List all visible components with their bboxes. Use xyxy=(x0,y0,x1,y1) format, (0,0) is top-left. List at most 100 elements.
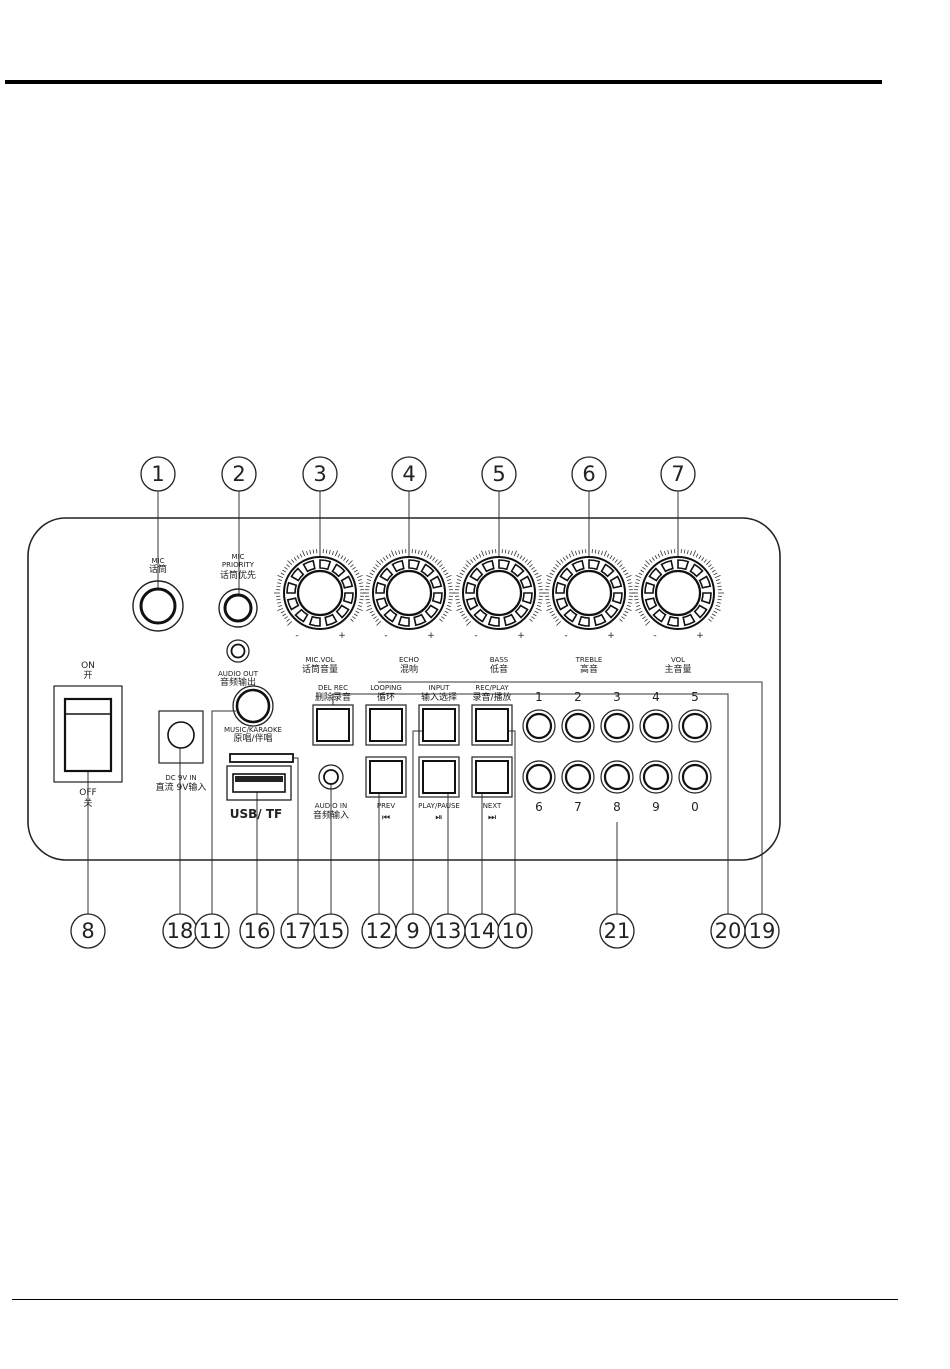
knob-plus: + xyxy=(338,631,346,641)
number-key-label: 3 xyxy=(613,690,621,704)
music-karaoke-label: MUSIC/KARAOKE xyxy=(224,726,282,734)
mic-priority-jack[interactable] xyxy=(218,588,258,628)
number-keypad xyxy=(522,709,712,794)
number-key-label: 8 xyxy=(613,800,621,814)
audio-in-jack[interactable] xyxy=(318,764,344,790)
number-key-0[interactable] xyxy=(678,760,712,794)
knob-minus: - xyxy=(474,631,477,641)
power-switch[interactable] xyxy=(53,685,123,783)
input-select-button[interactable] xyxy=(418,704,460,746)
next-button[interactable] xyxy=(471,756,513,798)
svg-text:13: 13 xyxy=(435,919,462,943)
number-key-label: 5 xyxy=(691,690,699,704)
looping-label-cn: 循环 xyxy=(377,691,395,703)
power-on-label-cn: 开 xyxy=(83,670,92,681)
callout-11: 11 xyxy=(194,913,230,949)
number-key-3[interactable] xyxy=(600,709,634,743)
knob-mic-volume[interactable] xyxy=(274,547,366,630)
looping-button[interactable] xyxy=(365,704,407,746)
knob-label-cn: 低音 xyxy=(490,663,508,675)
callout-5: 5 xyxy=(481,456,517,492)
top-rule xyxy=(5,80,882,84)
number-key-6[interactable] xyxy=(522,760,556,794)
audio-out-jack[interactable] xyxy=(226,639,250,663)
knob-label: TREBLE xyxy=(575,656,603,664)
knob-plus: + xyxy=(696,631,704,641)
callout-12: 12 xyxy=(361,913,397,949)
svg-text:18: 18 xyxy=(167,919,194,943)
audio-out-label-cn: 音频输出 xyxy=(220,676,256,688)
svg-text:19: 19 xyxy=(749,919,776,943)
knob-label: ECHO xyxy=(399,656,420,664)
power-on-label: ON xyxy=(81,661,95,671)
play-pause-button[interactable] xyxy=(418,756,460,798)
knob-label-cn: 高音 xyxy=(580,663,598,675)
leader-lines xyxy=(87,491,763,914)
rec-play-button[interactable] xyxy=(471,704,513,746)
svg-text:8: 8 xyxy=(81,919,94,943)
svg-text:6: 6 xyxy=(582,462,595,486)
number-key-label: 1 xyxy=(535,690,543,704)
svg-text:12: 12 xyxy=(366,919,393,943)
tf-card-slot[interactable] xyxy=(229,753,294,763)
knob-label-cn: 话筒音量 xyxy=(302,663,338,675)
number-key-label: 2 xyxy=(574,690,582,704)
callout-21: 21 xyxy=(599,913,635,949)
prev-icon: ⏮ xyxy=(382,813,390,823)
mic-label-cn: 话筒 xyxy=(149,563,167,575)
svg-text:5: 5 xyxy=(492,462,505,486)
number-key-label: 0 xyxy=(691,800,699,814)
play-pause-label: PLAY/PAUSE xyxy=(418,802,460,810)
prev-label: PREV xyxy=(377,802,396,810)
power-off-label: OFF xyxy=(79,788,96,798)
knob-label: BASS xyxy=(490,656,509,664)
knob-label: VOL xyxy=(671,656,685,664)
svg-text:11: 11 xyxy=(199,919,226,943)
next-icon: ⏭ xyxy=(488,813,496,823)
number-key-8[interactable] xyxy=(600,760,634,794)
knob-label-cn: 主音量 xyxy=(664,663,691,675)
usb-tf-label: USB/ TF xyxy=(230,807,282,821)
play-pause-icon: ⏯ xyxy=(435,813,442,823)
dc-power-jack[interactable] xyxy=(158,710,204,764)
audio-out-label: AUDIO OUT xyxy=(218,670,259,678)
number-key-5[interactable] xyxy=(678,709,712,743)
svg-text:17: 17 xyxy=(285,919,312,943)
knob-master-volume[interactable] xyxy=(632,547,724,630)
svg-text:16: 16 xyxy=(244,919,271,943)
mic-label: MIC xyxy=(152,557,165,565)
svg-text:20: 20 xyxy=(715,919,742,943)
number-key-7[interactable] xyxy=(561,760,595,794)
knob-minus: - xyxy=(564,631,567,641)
knob-bass[interactable] xyxy=(453,547,545,630)
knob-plus: + xyxy=(607,631,615,641)
number-key-2[interactable] xyxy=(561,709,595,743)
number-key-9[interactable] xyxy=(639,760,673,794)
mic-priority-label-1: MIC xyxy=(232,553,245,561)
rec-play-label-cn: 录音/播放 xyxy=(472,691,511,703)
input-label-cn: 输入选择 xyxy=(421,691,457,703)
del-rec-button[interactable] xyxy=(312,704,354,746)
bottom-rule xyxy=(12,1299,898,1300)
music-karaoke-button[interactable] xyxy=(232,685,274,727)
callout-13: 13 xyxy=(430,913,466,949)
usb-port[interactable] xyxy=(226,765,292,801)
callout-6: 6 xyxy=(571,456,607,492)
audio-in-label: AUDIO IN xyxy=(315,802,347,810)
svg-text:21: 21 xyxy=(604,919,631,943)
mic-jack[interactable] xyxy=(132,580,184,632)
number-key-4[interactable] xyxy=(639,709,673,743)
knob-echo[interactable] xyxy=(363,547,455,630)
knob-label-cn: 混响 xyxy=(400,663,418,675)
prev-button[interactable] xyxy=(365,756,407,798)
number-key-label: 7 xyxy=(574,800,582,814)
svg-text:7: 7 xyxy=(671,462,684,486)
callout-markers: 1 2 3 4 5 6 7 8 18 11 16 17 15 12 9 13 1… xyxy=(70,456,780,949)
callout-15: 15 xyxy=(313,913,349,949)
svg-text:2: 2 xyxy=(232,462,245,486)
knob-treble[interactable] xyxy=(543,547,635,630)
callout-1: 1 xyxy=(140,456,176,492)
knob-plus: + xyxy=(427,631,435,641)
number-key-1[interactable] xyxy=(522,709,556,743)
